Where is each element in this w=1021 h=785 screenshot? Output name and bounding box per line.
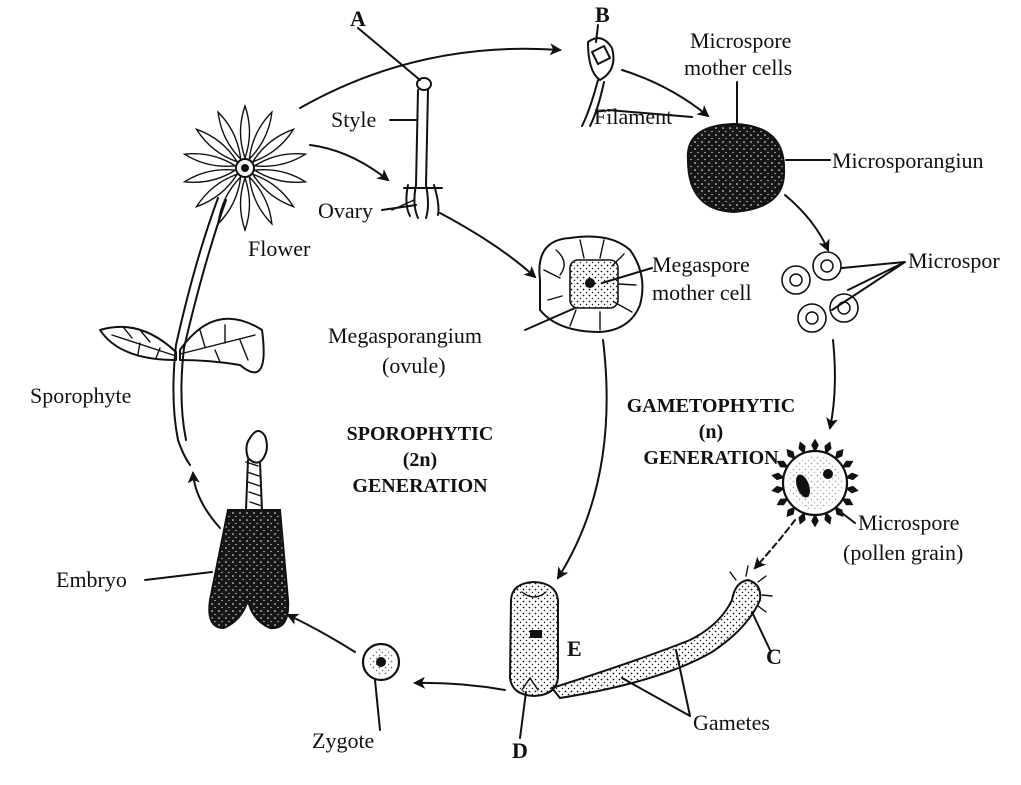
label-gametes: Gametes xyxy=(693,710,770,735)
pollen-spike xyxy=(824,441,832,455)
label-letter-b: B xyxy=(595,2,610,27)
arrow-embryo-sac-to-zygote xyxy=(413,676,506,691)
label-megasporangium-1: Megasporangium xyxy=(328,323,482,348)
pollen-spike xyxy=(776,498,789,506)
label-microspore-pollen-2: (pollen grain) xyxy=(843,540,963,565)
pollen-spike xyxy=(841,460,854,468)
pollen-spike xyxy=(798,441,806,455)
arrow-flower-to-pistil xyxy=(309,144,390,182)
arrow-ovule-to-embryo-sac xyxy=(556,339,608,580)
flower-petal xyxy=(239,175,251,233)
microsporangium-drawing xyxy=(686,122,786,214)
arrow-zygote-to-embryo xyxy=(286,613,356,653)
flower-petal xyxy=(182,153,238,167)
microspores-drawing xyxy=(781,251,859,333)
pollen-spike xyxy=(776,460,789,468)
label-zygote: Zygote xyxy=(312,728,374,753)
label-ovary: Ovary xyxy=(318,198,373,223)
pollen-tube-drawing xyxy=(550,565,773,700)
flower-petal xyxy=(252,153,308,167)
label-sporophyte: Sporophyte xyxy=(30,383,131,408)
pollen-grain-drawing xyxy=(771,438,859,528)
flower-petal xyxy=(251,128,296,164)
label-filament: Filament xyxy=(594,104,672,129)
label-style: Style xyxy=(331,107,376,132)
label-letter-e: E xyxy=(567,636,582,661)
pollen-spike xyxy=(811,513,819,528)
pollen-spike xyxy=(844,472,859,481)
flower-petal xyxy=(239,103,251,161)
arrow-microspores-to-pollen xyxy=(826,339,838,430)
pollen-spike xyxy=(844,485,859,494)
label-embryo: Embryo xyxy=(56,567,127,592)
embryo-drawing xyxy=(208,430,290,630)
arrow-pistil-to-ovule xyxy=(439,212,537,279)
label-letter-a: A xyxy=(350,6,366,31)
flower-petal xyxy=(217,110,242,161)
arrow-flower-to-stamen xyxy=(299,43,562,109)
flower-petal xyxy=(252,169,308,183)
zygote-drawing xyxy=(361,642,401,682)
flower-petal xyxy=(248,110,273,161)
megasporangium-drawing xyxy=(538,235,644,333)
label-megaspore-mother-cell-2: mother cell xyxy=(652,280,752,305)
label-microspore-mother-cells-1: Microspore xyxy=(690,28,791,53)
flower-petal xyxy=(194,128,239,164)
pistil-drawing xyxy=(391,77,443,219)
pollen-spike xyxy=(786,506,796,517)
label-microspore-mother-cells-2: mother cells xyxy=(684,55,792,80)
flower-drawing xyxy=(182,103,308,233)
gametophytic-generation-line-1: GAMETOPHYTIC xyxy=(627,395,796,417)
embryo-sac-drawing xyxy=(508,580,559,698)
label-microspore-pollen-1: Microspore xyxy=(858,510,959,535)
pollen-spike xyxy=(798,511,806,525)
flower-petal xyxy=(194,172,239,208)
sporophytic-generation-line-3: GENERATION xyxy=(352,475,488,497)
sporophytic-generation-line-2: (2n) xyxy=(403,449,437,471)
label-microsporangium: Microsporangiun xyxy=(832,148,984,173)
arrow-stamen-to-microsporangium xyxy=(621,69,710,118)
pollen-spike xyxy=(824,511,832,525)
leader-lines xyxy=(144,24,906,739)
gametophytic-generation-line-2: (n) xyxy=(699,421,723,443)
flower-petal xyxy=(248,175,273,226)
flower-petal xyxy=(182,169,238,183)
label-microspores: Microspor xyxy=(908,248,1000,273)
pollen-spike xyxy=(786,449,796,460)
pollen-spike xyxy=(771,485,786,494)
label-letter-d: D xyxy=(512,738,528,763)
pollen-spike xyxy=(834,449,844,460)
text-labels: A B C D E Style Ovary Filament Flower Mi… xyxy=(30,2,1000,763)
sporophyte-drawing xyxy=(99,197,265,466)
cycle-arrows xyxy=(187,43,838,691)
gametophytic-generation-line-3: GENERATION xyxy=(643,447,779,469)
label-flower: Flower xyxy=(248,236,311,261)
arrow-embryo-to-sporophyte xyxy=(187,471,221,529)
label-letter-c: C xyxy=(766,644,782,669)
sporophytic-generation-line-1: SPOROPHYTIC xyxy=(347,423,494,445)
pollen-spike xyxy=(771,472,786,481)
stamen-drawing xyxy=(581,37,615,127)
pollen-spike xyxy=(841,498,854,506)
label-megaspore-mother-cell-1: Megaspore xyxy=(652,252,750,277)
arrow-microsporangium-to-microspores xyxy=(784,194,830,252)
label-megasporangium-2: (ovule) xyxy=(382,353,446,378)
flower-petal xyxy=(251,172,296,208)
arrow-pollen-to-tube xyxy=(753,519,796,570)
pollen-spike xyxy=(811,438,819,453)
